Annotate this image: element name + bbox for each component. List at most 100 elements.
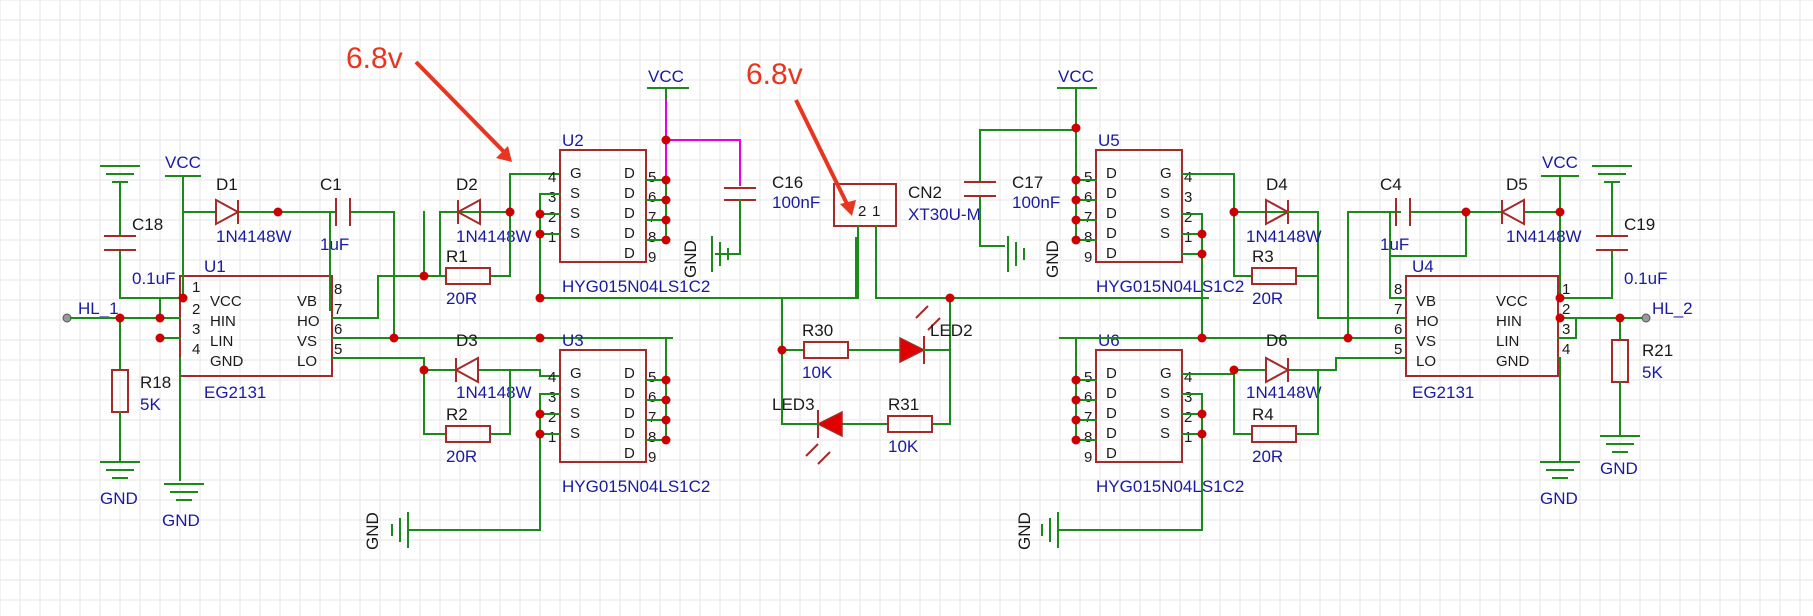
u3-s3: S xyxy=(570,425,580,442)
u5-d5: D xyxy=(1106,245,1117,262)
c16-capacitor[interactable]: C16 100nF GND xyxy=(681,173,820,278)
gnd-label-3: GND xyxy=(681,240,700,278)
u2-s2: S xyxy=(570,205,580,222)
u4-num-2: 2 xyxy=(1562,301,1570,318)
u4-pin-lo: LO xyxy=(1416,353,1436,370)
r21-resistor[interactable]: R21 5K GND xyxy=(1600,339,1673,478)
u3-mosfet[interactable]: U3 HYG015N04LS1C2 G S S S D D D D D 4 3 … xyxy=(409,331,710,531)
cn2-connector[interactable]: 2 1 CN2 XT30U-M xyxy=(833,183,1209,299)
d4-diode[interactable]: D4 1N4148W xyxy=(1233,175,1322,277)
u3-n7: 7 xyxy=(648,409,656,426)
r4-resistor[interactable]: R4 20R xyxy=(1233,369,1319,466)
vcc-label-3: VCC xyxy=(1058,67,1094,86)
gnd-symbol-1: GND xyxy=(100,461,140,508)
r18-resistor[interactable]: R18 5K xyxy=(111,369,171,461)
u5-n6: 6 xyxy=(1084,189,1092,206)
r4-ref: R4 xyxy=(1252,405,1274,424)
u5-mosfet[interactable]: U5 HYG015N04LS1C2 D D D D D G S S S 5 6 … xyxy=(1075,127,1271,339)
u4-num-3: 3 xyxy=(1562,321,1570,338)
u4-part: EG2131 xyxy=(1412,383,1474,402)
u6-d4: D xyxy=(1106,425,1117,442)
r2-resistor[interactable]: R2 20R xyxy=(423,369,511,466)
u5-d3: D xyxy=(1106,205,1117,222)
d6-ref: D6 xyxy=(1266,331,1288,350)
u6-n5: 5 xyxy=(1084,369,1092,386)
c19-ref: C19 xyxy=(1624,215,1655,234)
u5-g: G xyxy=(1160,165,1172,182)
r4-value: 20R xyxy=(1252,447,1283,466)
u1-num-2: 2 xyxy=(192,301,200,318)
led3-ref: LED3 xyxy=(772,395,815,414)
c18-capacitor[interactable]: C18 0.1uF xyxy=(100,165,181,299)
annotation-right-text: 6.8v xyxy=(746,58,803,91)
u5-d2: D xyxy=(1106,185,1117,202)
u3-d3: D xyxy=(624,405,635,422)
annotation-right: 6.8v xyxy=(746,58,856,216)
d5-diode[interactable]: D5 1N4148W xyxy=(1465,175,1582,246)
r3-resistor[interactable]: R3 20R xyxy=(1233,247,1407,319)
u4-pin-ho: HO xyxy=(1416,313,1439,330)
cn2-ref: CN2 xyxy=(908,183,942,202)
u6-d3: D xyxy=(1106,405,1117,422)
u1-num-3: 3 xyxy=(192,321,200,338)
u4-pin-vcc: VCC xyxy=(1496,293,1528,310)
c4-value: 1uF xyxy=(1380,235,1409,254)
gnd-symbol-6: GND xyxy=(1015,512,1059,550)
c1-capacitor[interactable]: C1 1uF xyxy=(277,175,395,341)
u1-num-6: 6 xyxy=(334,321,342,338)
u4-pin-lin: LIN xyxy=(1496,333,1519,350)
vcc-label-2: VCC xyxy=(648,67,684,86)
u5-d4: D xyxy=(1106,225,1117,242)
u2-g: G xyxy=(570,165,582,182)
u1-num-8: 8 xyxy=(334,281,342,298)
gnd-symbol-4: GND xyxy=(363,512,409,550)
c18-ref: C18 xyxy=(132,215,163,234)
u2-mosfet[interactable]: U2 HYG015N04LS1C2 G S S S D D D D D 4 3 … xyxy=(539,131,710,299)
r30-resistor[interactable]: R30 10K xyxy=(781,297,901,425)
u3-d2: D xyxy=(624,385,635,402)
u1-driver[interactable]: U1 EG2131 VCC HIN LIN GND VB HO VS LO 1 … xyxy=(179,257,342,402)
u4-num-8: 8 xyxy=(1394,281,1402,298)
c4-ref: C4 xyxy=(1380,175,1402,194)
r3-value: 20R xyxy=(1252,289,1283,308)
vcc-left: VCC xyxy=(165,153,201,299)
r21-value: 5K xyxy=(1642,363,1663,382)
u1-num-1: 1 xyxy=(192,279,200,296)
d1-ref: D1 xyxy=(216,175,238,194)
d4-part: 1N4148W xyxy=(1246,227,1322,246)
u3-d5: D xyxy=(624,445,635,462)
d1-diode[interactable]: D1 1N4148W xyxy=(182,175,331,311)
r1-resistor[interactable]: R1 20R xyxy=(423,211,511,308)
junction-dots xyxy=(115,123,1625,445)
u3-d1: D xyxy=(624,365,635,382)
u5-d1: D xyxy=(1106,165,1117,182)
u4-num-6: 6 xyxy=(1394,321,1402,338)
led3[interactable]: LED3 xyxy=(772,395,843,465)
u6-mosfet[interactable]: U6 HYG015N04LS1C2 D D D D D G S S S 5 6 … xyxy=(1059,331,1244,531)
u6-n8: 8 xyxy=(1084,429,1092,446)
u4-num-5: 5 xyxy=(1394,341,1402,358)
cn2-part: XT30U-M xyxy=(908,205,981,224)
u5-ref: U5 xyxy=(1098,131,1120,150)
u4-pin-vb: VB xyxy=(1416,293,1436,310)
led2[interactable]: LED2 xyxy=(899,297,973,364)
c19-capacitor[interactable]: C19 0.1uF xyxy=(1559,165,1667,299)
r31-resistor[interactable]: R31 10K xyxy=(841,349,951,456)
u2-n1: 1 xyxy=(548,229,556,246)
u1-num-5: 5 xyxy=(334,341,342,358)
hl2-label: HL_2 xyxy=(1652,299,1693,318)
d1-part: 1N4148W xyxy=(216,227,292,246)
d6-diode[interactable]: D6 1N4148W xyxy=(1233,331,1407,402)
gnd-symbol-7: GND xyxy=(1540,461,1580,508)
cn2-pin1: 1 xyxy=(872,203,880,220)
d2-part: 1N4148W xyxy=(456,227,532,246)
u2-s3: S xyxy=(570,225,580,242)
u2-part: HYG015N04LS1C2 xyxy=(562,277,710,296)
u3-ref: U3 xyxy=(562,331,584,350)
c4-capacitor[interactable]: C4 1uF xyxy=(1347,175,1467,339)
hl1-net[interactable]: HL_1 xyxy=(62,297,181,371)
d2-diode[interactable]: D2 1N4148W xyxy=(423,173,561,277)
gnd-label-2: GND xyxy=(162,511,200,530)
u1-ref: U1 xyxy=(204,257,226,276)
